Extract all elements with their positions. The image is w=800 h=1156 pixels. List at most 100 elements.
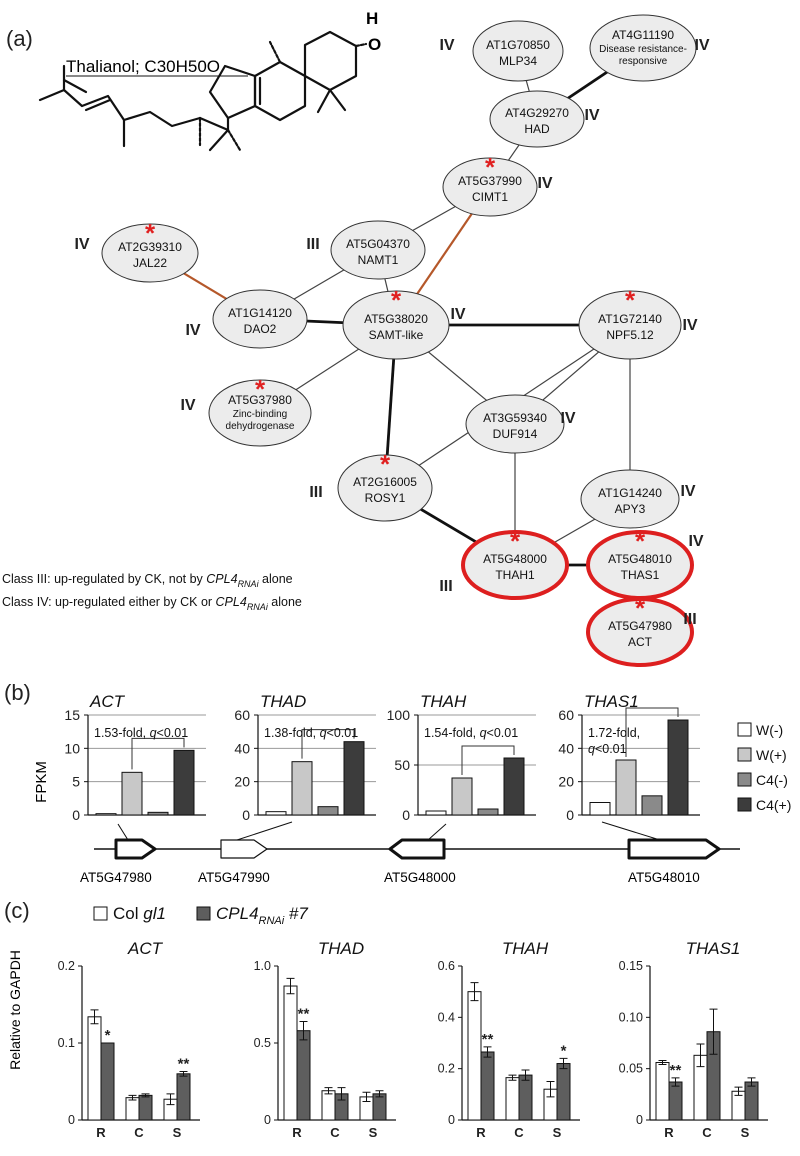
- molecule-h-label: H: [366, 9, 378, 28]
- significance-mark: **: [670, 1062, 682, 1079]
- class-note-iii: Class III: up-regulated by CK, not by CP…: [2, 572, 293, 589]
- error-bar: [286, 977, 295, 995]
- panel-b-ylabel: FPKM: [33, 761, 50, 803]
- comparison-bracket: [301, 729, 355, 759]
- x-category-label: R: [476, 1125, 486, 1140]
- node-id-label: AT5G47980: [608, 619, 672, 633]
- bar-r-cpl4rnai-7: [100, 1042, 115, 1121]
- error-bar: [671, 1077, 680, 1087]
- significance-star-icon: *: [255, 374, 266, 404]
- bar-c-cpl4rnai-7: [138, 1094, 153, 1121]
- x-category-label: C: [702, 1125, 712, 1140]
- bar-c4: [503, 757, 525, 816]
- significance-star-icon: *: [510, 526, 521, 556]
- class-label: IV: [74, 236, 89, 253]
- node-name-label: THAH1: [495, 568, 535, 582]
- bar-w: [425, 810, 447, 816]
- class-label: IV: [584, 107, 599, 124]
- x-category-label: C: [134, 1125, 144, 1140]
- panel-c-label: (c): [4, 898, 30, 923]
- node-id-label: AT1G72140: [598, 312, 662, 326]
- node-id-label: AT1G70850: [486, 38, 550, 52]
- node-ellipse: [330, 220, 426, 280]
- y-tick-label: 100: [387, 707, 411, 723]
- legend-cpl4rnai: CPL4RNAi #7: [216, 904, 308, 927]
- x-category-label: C: [330, 1125, 340, 1140]
- node-id-label: AT4G11190: [612, 28, 674, 42]
- legend-swatch-cpl4rnai: [196, 906, 211, 921]
- node-id-label: AT1G14240: [598, 486, 662, 500]
- y-tick-label: 0: [72, 807, 80, 823]
- panel-b-label: (b): [4, 680, 31, 705]
- fold-change-label: 1.54-fold, q<0.01: [424, 726, 518, 740]
- molecule-o-label: O: [368, 35, 381, 54]
- track-connector-4: [601, 821, 661, 841]
- gene-arrow-at5g48000: [388, 838, 446, 860]
- legend-swatch-w: [737, 747, 752, 762]
- class-label: IV: [680, 483, 695, 500]
- class-label: IV: [688, 533, 703, 550]
- significance-mark: **: [178, 1055, 190, 1072]
- node-id-label: AT4G29270: [505, 106, 569, 120]
- bar-r-col-gl1: [655, 1062, 670, 1121]
- bar-s-cpl4rnai-7: [744, 1081, 759, 1121]
- class-label: III: [683, 611, 696, 628]
- class-label: IV: [180, 397, 195, 414]
- class-label: IV: [450, 306, 465, 323]
- bar-r-cpl4rnai-7: [668, 1081, 683, 1121]
- significance-star-icon: *: [635, 526, 646, 556]
- y-tick-label: 0: [448, 1113, 455, 1127]
- y-tick-label: 0: [264, 1113, 271, 1127]
- error-bar: [508, 1074, 517, 1081]
- error-bar: [709, 1008, 718, 1055]
- legend-col-gl1: Col gl1: [113, 904, 166, 923]
- bar-w: [451, 777, 473, 816]
- bar-c4: [343, 741, 365, 816]
- bar-w: [589, 802, 611, 816]
- node-id-label: AT5G37980: [228, 393, 292, 407]
- y-tick-label: 0.2: [58, 959, 75, 973]
- gene-arrow-at5g47990: [220, 839, 268, 859]
- compound-title: Thalianol; C30H50O: [66, 57, 220, 76]
- node-id-label: AT5G48000: [483, 552, 547, 566]
- significance-star-icon: *: [145, 218, 156, 248]
- class-label: III: [439, 578, 452, 595]
- error-bar: [166, 1093, 175, 1106]
- chart-title: THAD: [260, 692, 306, 711]
- node-name-label: ROSY1: [365, 491, 406, 505]
- x-category-label: R: [96, 1125, 106, 1140]
- x-category-label: C: [514, 1125, 524, 1140]
- x-category-label: S: [173, 1125, 182, 1140]
- significance-mark: **: [298, 1005, 310, 1022]
- node-name-label: NPF5.12: [606, 328, 654, 342]
- bar-c4: [147, 811, 169, 816]
- bar-r-col-gl1: [467, 991, 482, 1121]
- y-tick-label: 0: [242, 807, 250, 823]
- thalianol-structure: [38, 30, 368, 152]
- error-bar: [299, 1020, 308, 1041]
- bar-r-col-gl1: [87, 1016, 102, 1121]
- class-label: IV: [439, 37, 454, 54]
- error-bar: [546, 1081, 555, 1098]
